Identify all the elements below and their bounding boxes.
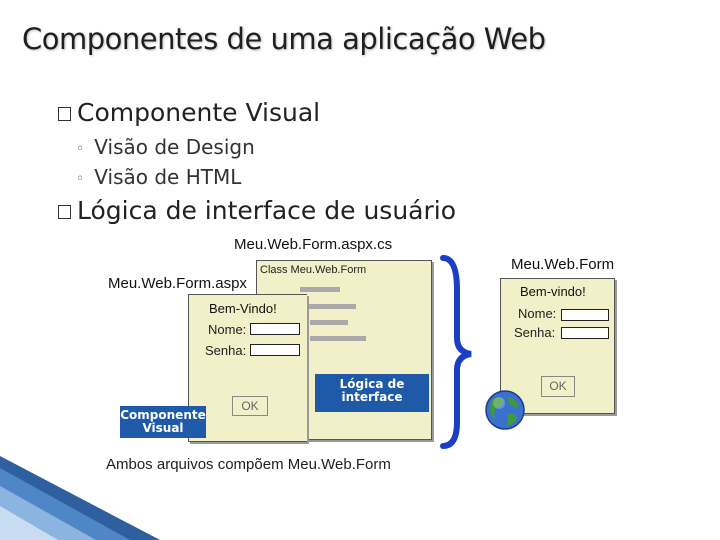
result-senha-field [561,327,609,339]
sub-bullet-label: Visão de Design [94,135,255,159]
ok-button: OK [232,396,268,416]
bullet-componente-visual: Componente Visual [58,98,320,127]
senha-field [250,344,300,356]
aspx-file-label: Meu.Web.Form.aspx [108,275,247,292]
bullet-label: Lógica de interface de usuário [77,196,457,225]
result-senha-label: Senha: [514,325,556,340]
nome-field [250,323,300,335]
result-bem-vindo: Bem-vindo! [520,284,586,299]
code-line [310,336,366,341]
cs-file-label: Meu.Web.Form.aspx.cs [234,236,393,253]
code-line [300,287,340,292]
bem-vindo-text: Bem-Vindo! [209,301,277,316]
result-nome-label: Nome: [518,306,557,321]
caption: Ambos arquivos compõem Meu.Web.Form [106,456,391,473]
globe-icon [485,390,525,430]
result-title: Meu.Web.Form [511,256,615,273]
nome-label: Nome: [208,322,247,337]
logica-interface-tag: Lógica de interface [315,374,429,412]
sub-bullet-label: Visão de HTML [94,165,242,189]
sub-bullet-html: ◦ Visão de HTML [76,165,241,189]
senha-label: Senha: [205,343,247,358]
decorative-swoosh [0,456,160,540]
checkbox-bullet-icon [58,107,71,121]
result-ok-button: OK [541,376,575,397]
brace-icon [440,255,472,449]
ring-bullet-icon: ◦ [76,140,85,157]
bullet-logica-interface: Lógica de interface de usuário [58,196,456,225]
code-line [300,304,356,309]
result-nome-field [561,309,609,321]
ring-bullet-icon: ◦ [76,170,85,187]
code-line [310,320,348,325]
page-title: Componentes de uma aplicação Web [22,22,546,56]
componente-visual-tag: Componente Visual [120,406,206,438]
aspx-page [188,294,307,442]
sub-bullet-design: ◦ Visão de Design [76,135,255,159]
class-label: Class Meu.Web.Form [260,264,367,276]
checkbox-bullet-icon [58,205,71,219]
bullet-label: Componente Visual [77,98,321,127]
